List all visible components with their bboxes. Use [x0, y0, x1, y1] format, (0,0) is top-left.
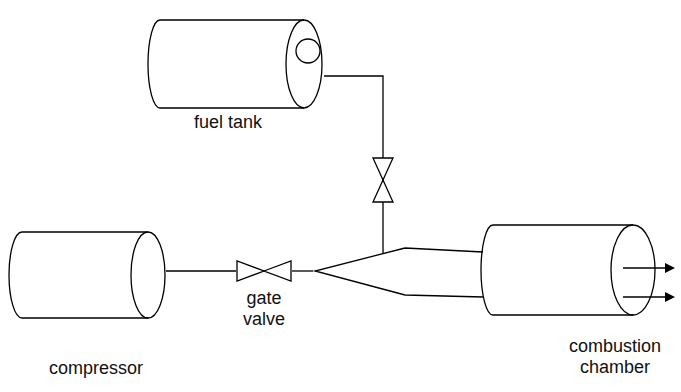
- pipe-line: [166, 270, 236, 271]
- part-label: combustion chamber: [558, 336, 672, 377]
- part-label: compressor: [26, 358, 166, 379]
- combustion-chamber-outline: [313, 224, 675, 318]
- combustion-chamber: combustion chamber: [313, 224, 675, 381]
- gate-valve-outline: [236, 258, 292, 284]
- pipe-line: [292, 270, 313, 271]
- arrow-head: [665, 292, 675, 302]
- fuel-tank-outline: [146, 18, 324, 112]
- outflow-arrow: [623, 296, 666, 297]
- compressor-cylinder: compressor: [6, 228, 166, 383]
- part-label: gate valve: [236, 288, 292, 329]
- fuel-valve-symbol: [373, 158, 393, 202]
- arrow-head: [665, 263, 675, 273]
- outflow-arrow: [623, 267, 666, 268]
- part-label: fuel tank: [168, 112, 288, 133]
- compressor-cylinder-outline: [6, 228, 166, 322]
- gate-valve: gate valve: [236, 258, 292, 333]
- fuel-tank: fuel tank: [146, 18, 324, 137]
